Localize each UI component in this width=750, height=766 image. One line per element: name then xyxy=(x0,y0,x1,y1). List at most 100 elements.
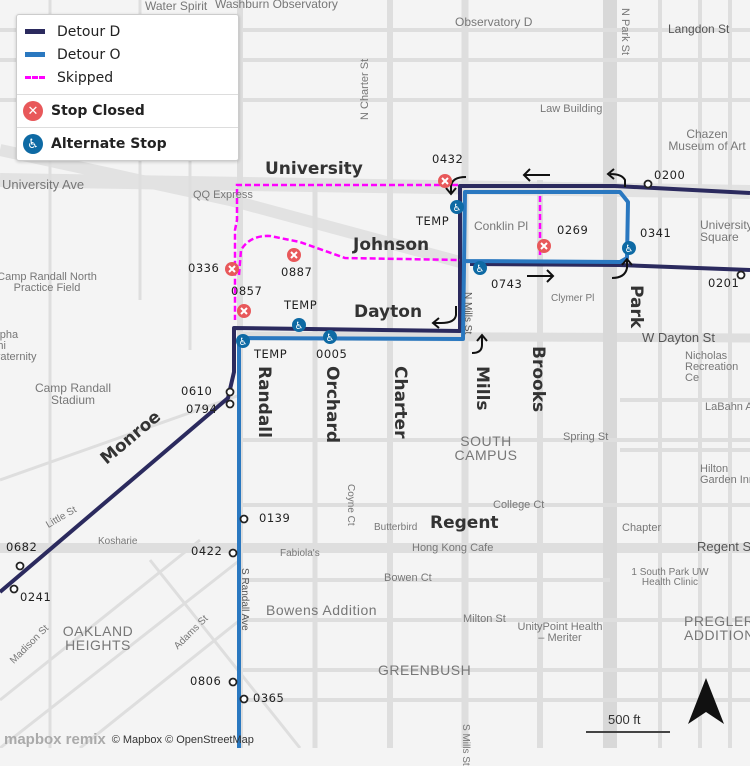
alternate-stops[interactable]: ♿ ♿ ♿ ♿ ♿ ♿ xyxy=(236,200,636,348)
place-label: Law Building xyxy=(540,103,603,115)
legend-label: Stop Closed xyxy=(51,103,145,119)
north-arrow-icon xyxy=(688,678,724,724)
place-label: Langdon St xyxy=(668,22,730,36)
place-label: Chapter xyxy=(622,522,662,534)
skipped-swatch xyxy=(25,76,45,79)
stop-label: 0432 xyxy=(432,152,464,166)
stop-label: TEMP xyxy=(416,214,450,228)
stop-label: 0422 xyxy=(191,544,223,558)
svg-text:♿: ♿ xyxy=(239,337,248,348)
legend-item-stop-closed: ✕ Stop Closed xyxy=(17,94,238,127)
svg-text:♿: ♿ xyxy=(476,264,485,275)
stop-label: 0610 xyxy=(181,384,213,398)
map-canvas[interactable]: ♿ ♿ ♿ ♿ ♿ ♿ xyxy=(0,0,750,748)
neighborhood-label: GREENBUSH xyxy=(378,662,472,678)
stop-label: 0139 xyxy=(259,511,291,525)
place-label: Kosharie xyxy=(98,536,138,547)
place-label: Hilton Garden Inn xyxy=(700,463,750,486)
street-label: N Charter St xyxy=(359,58,371,120)
x-circle-icon: ✕ xyxy=(23,101,43,121)
stop-label: 0200 xyxy=(654,168,686,182)
street-grid xyxy=(0,0,750,748)
stop-label: 0336 xyxy=(188,261,220,275)
street-label: Bowen Ct xyxy=(384,572,432,584)
stop-label: 0794 xyxy=(186,402,218,416)
street-label: S Mills St xyxy=(460,724,471,766)
closed-stops[interactable] xyxy=(225,174,551,318)
street-label: N Mills St xyxy=(462,292,473,335)
place-label: UnityPoint Health – Meriter xyxy=(517,621,603,644)
route-label: Mills xyxy=(472,366,492,411)
place-label: QQ Express xyxy=(193,189,253,201)
detour-o-swatch xyxy=(25,52,45,57)
direction-arrows xyxy=(431,168,633,354)
place-label: University Square xyxy=(700,218,750,244)
scale-bar xyxy=(586,731,670,733)
neighborhood-label: OAKLAND HEIGHTS xyxy=(62,623,134,653)
place-label: Butterbird xyxy=(374,522,418,533)
street-label: Clymer Pl xyxy=(551,293,595,304)
legend-item-skipped: Skipped xyxy=(17,66,238,89)
place-label: LaBahn Arena xyxy=(705,401,750,413)
scale-label: 500 ft xyxy=(608,712,641,727)
attribution-text[interactable]: © Mapbox © OpenStreetMap xyxy=(111,733,254,746)
legend-label: Alternate Stop xyxy=(51,136,167,152)
route-label: Dayton xyxy=(354,302,423,322)
legend-label: Detour O xyxy=(57,46,121,63)
street-label: Regent St xyxy=(697,539,750,554)
svg-text:♿: ♿ xyxy=(326,333,335,344)
neighborhood-label: PREGLER ADDITION xyxy=(684,613,750,643)
svg-text:♿: ♿ xyxy=(295,321,304,332)
street-label: University Ave xyxy=(2,177,85,192)
place-label: Chazen Museum of Art xyxy=(668,127,746,153)
place-label: Alpha Phi Fraternity xyxy=(0,329,37,363)
stop-label: 0857 xyxy=(231,284,263,298)
place-label: Washburn Observatory xyxy=(215,0,338,11)
neighborhood-label: SOUTH CAMPUS xyxy=(454,433,518,463)
stop-label: 0806 xyxy=(190,674,222,688)
route-label: Randall xyxy=(254,366,274,438)
map-legend: Detour D Detour O Skipped ✕Stop Closed ♿… xyxy=(16,14,239,161)
place-label: Camp Randall Stadium xyxy=(34,381,112,407)
legend-item-detour-d: Detour D xyxy=(17,20,238,43)
route-label: Orchard xyxy=(322,366,342,444)
stop-label: 0241 xyxy=(20,590,52,604)
street-label: College Ct xyxy=(493,499,545,511)
street-label: W Dayton St xyxy=(642,330,715,345)
legend-item-detour-o: Detour O xyxy=(17,43,238,66)
route-label: University xyxy=(265,159,363,179)
stop-label: 0201 xyxy=(708,276,740,290)
route-detour-o xyxy=(237,190,630,748)
stop-label: 0743 xyxy=(491,277,523,291)
route-label: Brooks xyxy=(528,346,548,413)
place-label: 1 South Park UW Health Clinic xyxy=(631,567,709,588)
stop-label: TEMP xyxy=(254,347,288,361)
legend-label: Skipped xyxy=(57,69,114,86)
street-label: S Randall Ave xyxy=(239,568,250,631)
mapbox-logo[interactable]: mapbox remix xyxy=(4,731,106,748)
place-label: Camp Randall North Practice Field xyxy=(0,271,97,294)
place-label: Nicholas Recreation Ce xyxy=(685,350,739,384)
stop-label: TEMP xyxy=(284,298,318,312)
stop-label: 0682 xyxy=(6,540,38,554)
stop-label: 0269 xyxy=(557,223,589,237)
street-label: N Park St xyxy=(619,8,631,56)
legend-label: Detour D xyxy=(57,23,121,40)
route-label: Charter xyxy=(390,366,410,439)
stop-label: 0365 xyxy=(253,691,285,705)
street-label: Coyne Ct xyxy=(345,484,356,526)
regular-stops[interactable] xyxy=(9,179,746,704)
svg-text:♿: ♿ xyxy=(625,244,634,255)
place-label: Fabiola's xyxy=(280,548,320,559)
place-label: Observatory D xyxy=(455,15,533,29)
place-label: Water Spirit xyxy=(145,0,208,13)
svg-text:♿: ♿ xyxy=(453,203,462,214)
route-label: Park xyxy=(626,285,646,329)
detour-d-swatch xyxy=(25,29,45,34)
stop-label: 0341 xyxy=(640,226,672,240)
place-label: Hong Kong Cafe xyxy=(412,542,494,554)
stop-label: 0005 xyxy=(316,347,348,361)
street-label: Conklin Pl xyxy=(474,219,529,233)
street-label: Spring St xyxy=(563,431,609,443)
neighborhood-label: Bowens Addition xyxy=(266,602,378,618)
